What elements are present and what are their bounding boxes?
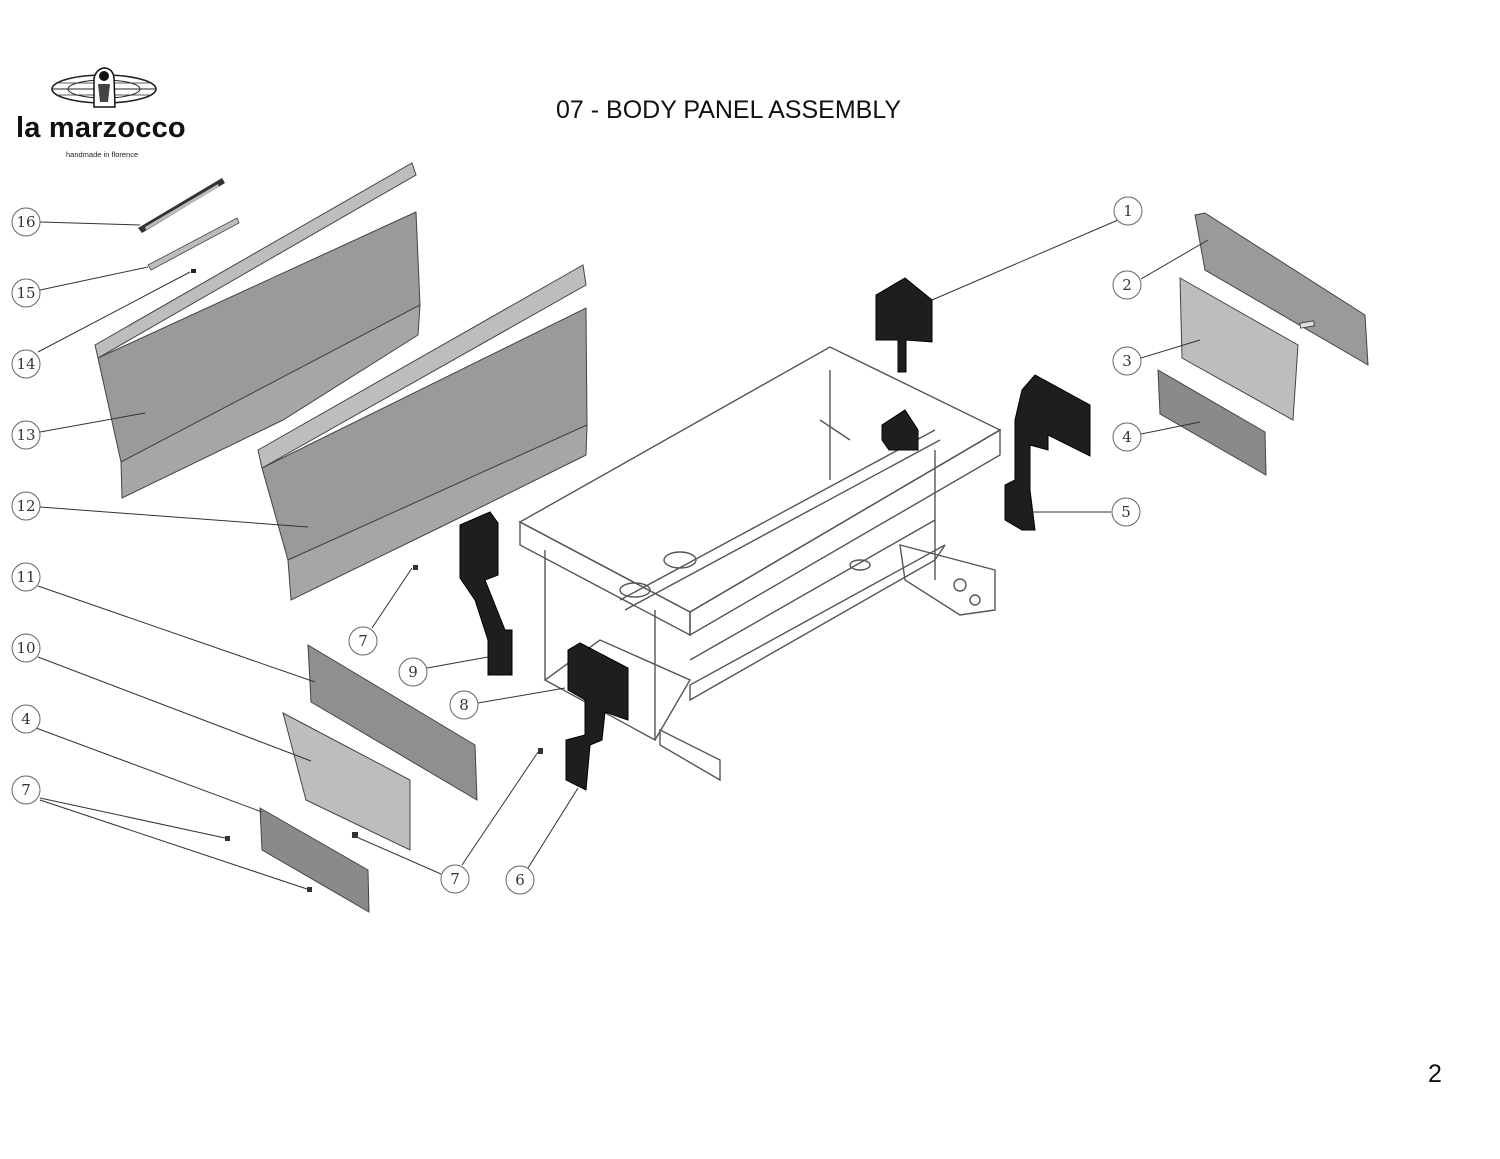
part-11-panel <box>307 644 478 801</box>
leader-lines <box>35 219 1209 890</box>
callout-7-middle: 7 <box>348 626 378 656</box>
svg-text:3: 3 <box>1122 352 1132 370</box>
part-5-bracket <box>1004 374 1091 531</box>
callout-11: 11 <box>11 562 41 592</box>
brand-tagline: handmade in florence <box>66 150 139 159</box>
callout-3: 3 <box>1112 346 1142 376</box>
svg-text:15: 15 <box>16 284 35 302</box>
svg-text:8: 8 <box>459 696 469 714</box>
part-16-badge <box>138 178 225 233</box>
svg-text:12: 12 <box>16 497 35 515</box>
callout-10: 10 <box>11 633 41 663</box>
callout-4-left: 4 <box>11 704 41 734</box>
part-2-panel <box>1194 212 1369 366</box>
la-marzocco-logo <box>51 67 157 108</box>
svg-text:4: 4 <box>1122 428 1132 446</box>
svg-text:11: 11 <box>16 568 35 586</box>
callout-7-left: 7 <box>11 775 41 805</box>
svg-text:14: 14 <box>16 355 35 373</box>
svg-text:7: 7 <box>450 870 460 888</box>
part-13-rear-panel <box>94 162 421 499</box>
svg-text:7: 7 <box>21 781 31 799</box>
callout-12: 12 <box>11 491 41 521</box>
part-15-badge <box>147 217 240 271</box>
chassis-frame <box>518 346 1002 782</box>
part-8-bracket <box>565 642 629 791</box>
svg-text:4: 4 <box>21 710 31 728</box>
callout-16: 16 <box>11 207 41 237</box>
part-1-bracket <box>875 277 933 451</box>
page-title: 07 - BODY PANEL ASSEMBLY <box>556 96 902 124</box>
lion-globe-emblem <box>51 67 157 108</box>
callout-4-right: 4 <box>1112 422 1142 452</box>
callout-14: 14 <box>11 349 41 379</box>
callout-7-bottom: 7 <box>440 864 470 894</box>
part-4-panel-left <box>259 807 370 913</box>
callout-13: 13 <box>11 420 41 450</box>
svg-text:10: 10 <box>16 639 35 657</box>
part-4-panel-right <box>1157 369 1267 476</box>
callout-8: 8 <box>449 690 479 720</box>
part-3-panel <box>1179 277 1299 421</box>
part-10-panel <box>282 712 411 851</box>
svg-text:1: 1 <box>1123 202 1133 220</box>
svg-text:6: 6 <box>515 871 525 889</box>
svg-text:5: 5 <box>1121 503 1131 521</box>
svg-text:7: 7 <box>358 632 368 650</box>
svg-text:13: 13 <box>16 426 35 444</box>
callout-6: 6 <box>505 865 535 895</box>
brand-name: la marzocco <box>16 112 186 144</box>
callout-5: 5 <box>1111 497 1141 527</box>
callout-1: 1 <box>1113 196 1143 226</box>
part-14-screw <box>191 269 196 273</box>
page-number: 2 <box>1428 1060 1442 1088</box>
callout-15: 15 <box>11 278 41 308</box>
svg-text:2: 2 <box>1122 276 1132 294</box>
callout-9: 9 <box>398 657 428 687</box>
part-9-bracket <box>459 511 513 676</box>
part-7-screws <box>225 565 543 892</box>
callout-2: 2 <box>1112 270 1142 300</box>
svg-text:16: 16 <box>16 213 35 231</box>
part-12-front-panel <box>257 264 588 601</box>
svg-text:9: 9 <box>408 663 418 681</box>
